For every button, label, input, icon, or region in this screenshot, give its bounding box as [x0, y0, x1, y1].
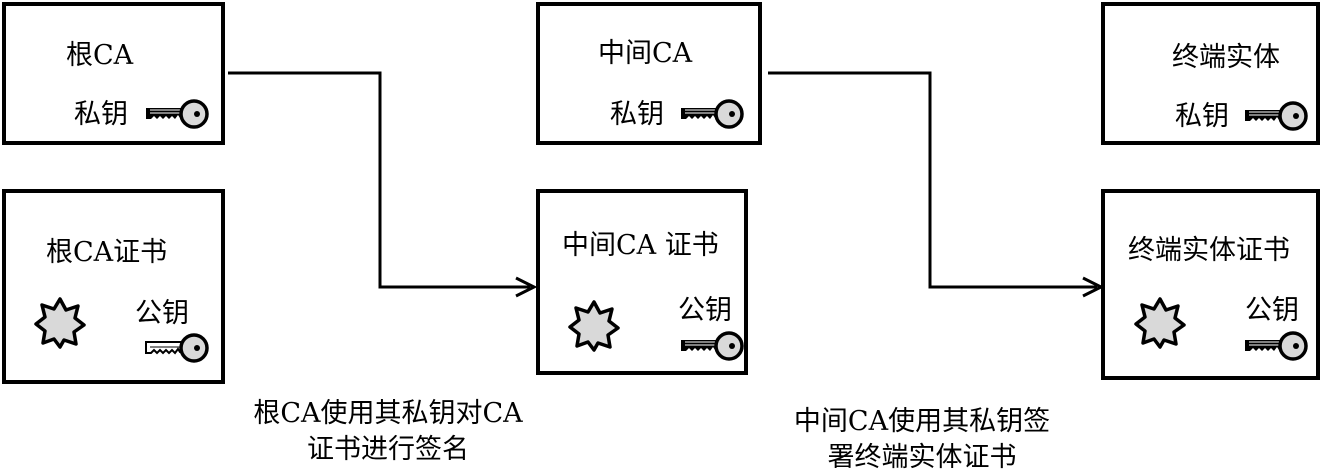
intermediate-ca-private-key-label: 私钥: [610, 99, 664, 130]
intermediate-signing-caption-line1: 中间CA使用其私钥签: [793, 406, 1051, 437]
root-ca-private-key-label: 私钥: [74, 99, 128, 130]
intermediate-ca-public-key-label: 公钥: [678, 295, 732, 326]
intermediate-ca-title: 中间CA: [598, 38, 693, 69]
root-signing-caption-line1: 根CA使用其私钥对CA: [253, 398, 523, 429]
star-seal-icon: [568, 300, 620, 352]
intermediate-ca-cert-title: 中间CA 证书: [562, 230, 719, 261]
root-ca-public-key-label: 公钥: [135, 298, 189, 329]
dark-key-icon: [143, 98, 211, 132]
end-entity-title: 终端实体: [1172, 42, 1280, 73]
intermediate-to-end-arrow: [768, 71, 1097, 289]
star-seal-icon: [1134, 297, 1186, 349]
light-key-icon: [143, 332, 211, 366]
end-entity-private-key-label: 私钥: [1175, 101, 1229, 132]
root-signing-caption-line2: 证书进行签名: [307, 434, 469, 465]
root-ca-title: 根CA: [66, 40, 134, 71]
dark-key-icon: [1242, 100, 1310, 134]
root-signing-caption: 根CA使用其私钥对CA 证书进行签名: [218, 396, 558, 468]
dark-key-icon: [1242, 330, 1310, 364]
root-ca-cert-title: 根CA证书: [46, 237, 168, 268]
star-seal-icon: [34, 297, 86, 349]
dark-key-icon: [678, 98, 746, 132]
intermediate-signing-caption: 中间CA使用其私钥签 署终端实体证书: [752, 404, 1092, 476]
intermediate-signing-caption-line2: 署终端实体证书: [827, 442, 1017, 473]
end-entity-cert-title: 终端实体证书: [1128, 235, 1290, 266]
root-to-intermediate-arrow: [228, 71, 530, 289]
dark-key-icon: [678, 330, 746, 364]
end-entity-public-key-label: 公钥: [1245, 295, 1299, 326]
